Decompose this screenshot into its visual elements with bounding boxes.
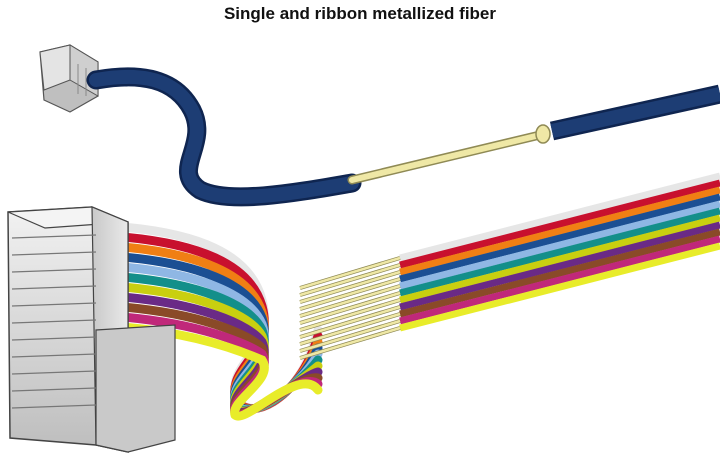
ribbon-strand-right	[399, 179, 720, 269]
ribbon-strand-right	[399, 228, 720, 318]
single-fiber-jacket-upper	[86, 67, 362, 207]
ribbon-strand-right	[399, 214, 720, 304]
ribbon-bare-fiber-core	[299, 305, 401, 339]
ribbon-connector-ridges	[11, 234, 97, 409]
ribbon-strand-right	[399, 172, 720, 262]
ribbon-strand-right	[399, 235, 720, 325]
ribbon-bare-fiber-core	[299, 263, 401, 297]
diagram-title: Single and ribbon metallized fiber	[223, 4, 497, 23]
connector-ridge	[11, 336, 97, 341]
connector-ridge	[11, 404, 97, 409]
ribbon-strands	[105, 172, 720, 421]
ribbon-bare-fiber-core	[299, 312, 401, 346]
ribbon-bare-fiber-core	[299, 284, 401, 318]
ribbon-bare-fiber-core	[299, 298, 401, 332]
single-fiber-ferrule	[535, 124, 551, 144]
connector-ridge	[11, 353, 97, 358]
connector-ridge	[11, 251, 97, 256]
connector-ridge	[11, 319, 97, 324]
ribbon-strand-right	[399, 242, 720, 332]
connector-ridge	[11, 234, 97, 239]
ribbon-strand-right	[399, 200, 720, 290]
connector-ridge	[11, 387, 97, 392]
ribbon-strand-right	[399, 186, 720, 276]
ribbon-bare-fiber-core	[299, 256, 401, 290]
ribbon-strand-right	[399, 193, 720, 283]
connector-ridge	[11, 268, 97, 273]
single-fiber-assembly	[39, 44, 720, 207]
ribbon-bare-fibers	[299, 256, 401, 360]
ribbon-bare-fiber-core	[299, 291, 401, 325]
ribbon-connector	[7, 206, 176, 453]
connector-ridge	[11, 370, 97, 375]
ribbon-strand-right	[399, 207, 720, 297]
ribbon-bare-fiber-core	[299, 270, 401, 304]
ribbon-bare-fiber-core	[299, 319, 401, 353]
ribbon-strand-left	[105, 321, 323, 421]
ribbon-bare-fiber-core	[299, 277, 401, 311]
ribbon-strand-right	[399, 221, 720, 311]
ribbon-fiber-assembly	[7, 172, 720, 453]
connector-ridge	[11, 285, 97, 290]
connector-ridge	[11, 302, 97, 307]
ribbon-bare-fiber-core	[299, 326, 401, 360]
